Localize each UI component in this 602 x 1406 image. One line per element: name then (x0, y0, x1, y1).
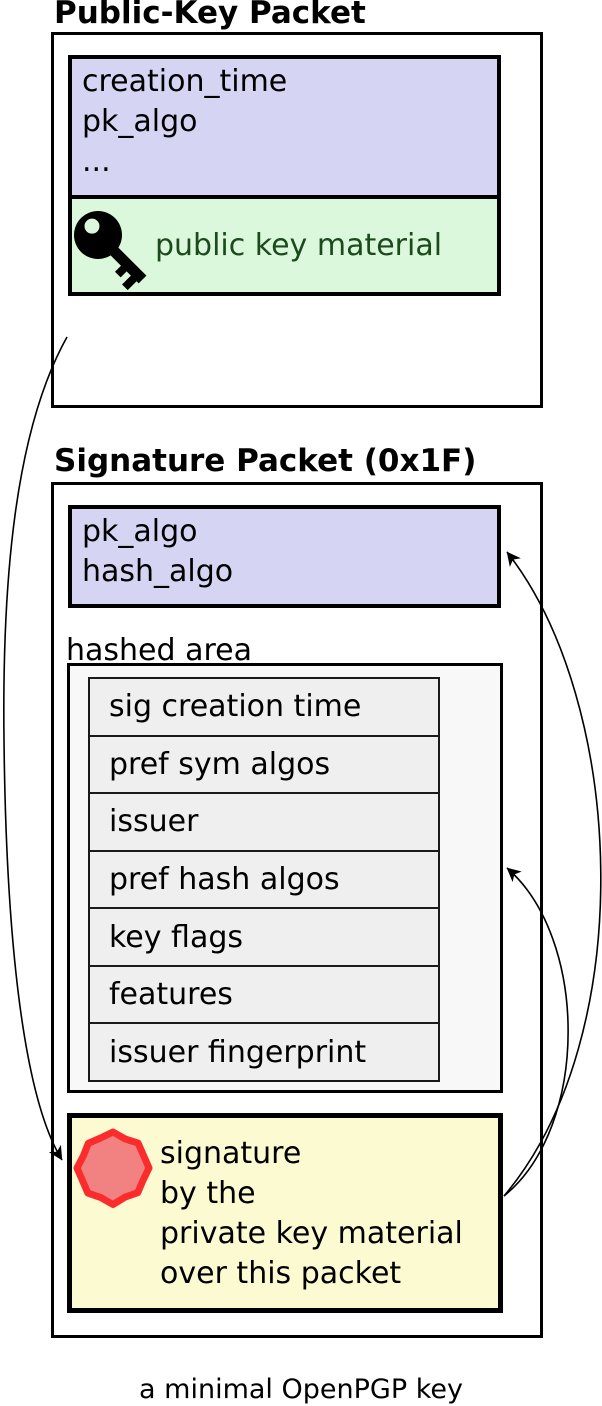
signature-line-2: by the (160, 1176, 256, 1211)
field-creation-time: creation_time (82, 64, 288, 99)
public-key-material-label: public key material (155, 228, 443, 263)
subpacket-pref-sym-algos: pref sym algos (90, 736, 438, 795)
subpacket-key-flags: key flags (90, 909, 438, 967)
signature-packet-title: Signature Packet (0x1F) (54, 443, 477, 479)
public-key-material-box: public key material (72, 199, 497, 292)
subpacket-issuer: issuer (90, 794, 438, 852)
public-key-inner-box: creation_time pk_algo ... public key mat… (68, 55, 501, 296)
signature-line-4: over this packet (160, 1256, 402, 1291)
subpacket-issuer-fingerprint: issuer fingerprint (90, 1024, 438, 1081)
hashed-area-label: hashed area (66, 633, 252, 668)
field-ellipsis: ... (82, 144, 111, 179)
public-key-fields-box: creation_time pk_algo ... (72, 59, 497, 199)
field-pk-algo-sig: pk_algo (82, 514, 198, 549)
field-pk-algo: pk_algo (82, 104, 198, 139)
subpacket-features: features (90, 966, 438, 1025)
diagram-caption: a minimal OpenPGP key (139, 1374, 463, 1405)
field-hash-algo: hash_algo (82, 554, 234, 589)
public-key-packet-title: Public-Key Packet (54, 0, 366, 31)
signature-value-text: signature by the private key material ov… (160, 1134, 463, 1294)
subpacket-sig-creation-time: sig creation time (90, 679, 438, 737)
signature-algos-box: pk_algo hash_algo (68, 505, 501, 608)
subpacket-pref-hash-algos: pref hash algos (90, 851, 438, 910)
subpacket-list: sig creation time pref sym algos issuer … (88, 677, 440, 1082)
signature-line-3: private key material (160, 1216, 463, 1251)
signature-line-1: signature (160, 1136, 302, 1171)
